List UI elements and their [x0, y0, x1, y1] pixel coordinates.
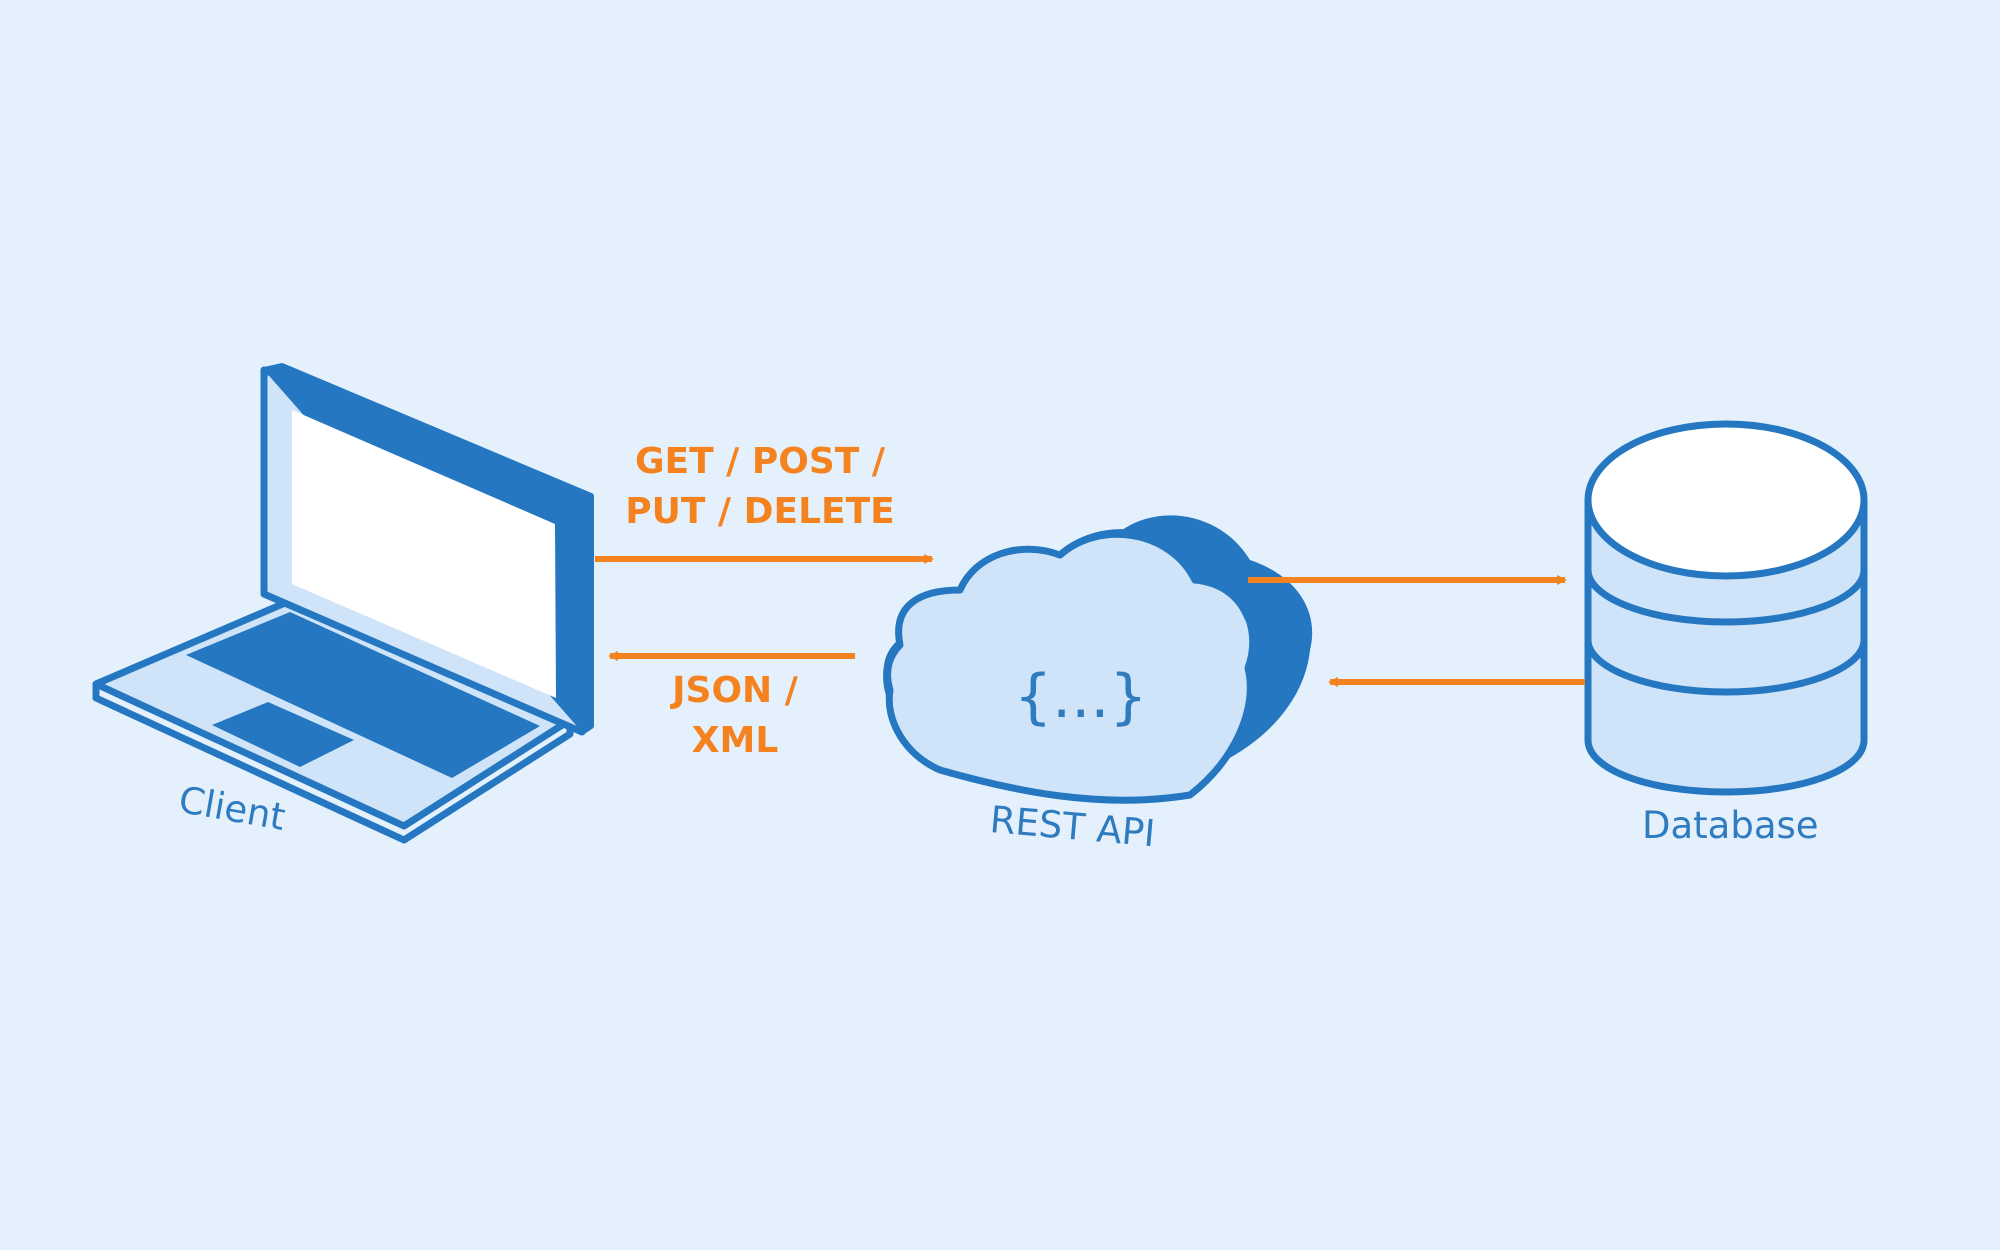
cloud-icon: [883, 515, 1313, 804]
api-json-glyph: {...}: [1014, 662, 1148, 732]
database-label: Database: [1642, 804, 1819, 847]
request-methods-line-2: PUT / DELETE: [625, 491, 895, 532]
request-methods-label: GET / POST / PUT / DELETE: [610, 437, 910, 537]
request-methods-line-1: GET / POST /: [634, 441, 886, 482]
response-format-label: JSON / XML: [635, 666, 835, 766]
database-icon: [1584, 420, 1868, 796]
response-format-line-1: JSON /: [672, 670, 798, 711]
response-format-line-2: XML: [691, 720, 779, 761]
laptop-icon: [92, 363, 594, 844]
